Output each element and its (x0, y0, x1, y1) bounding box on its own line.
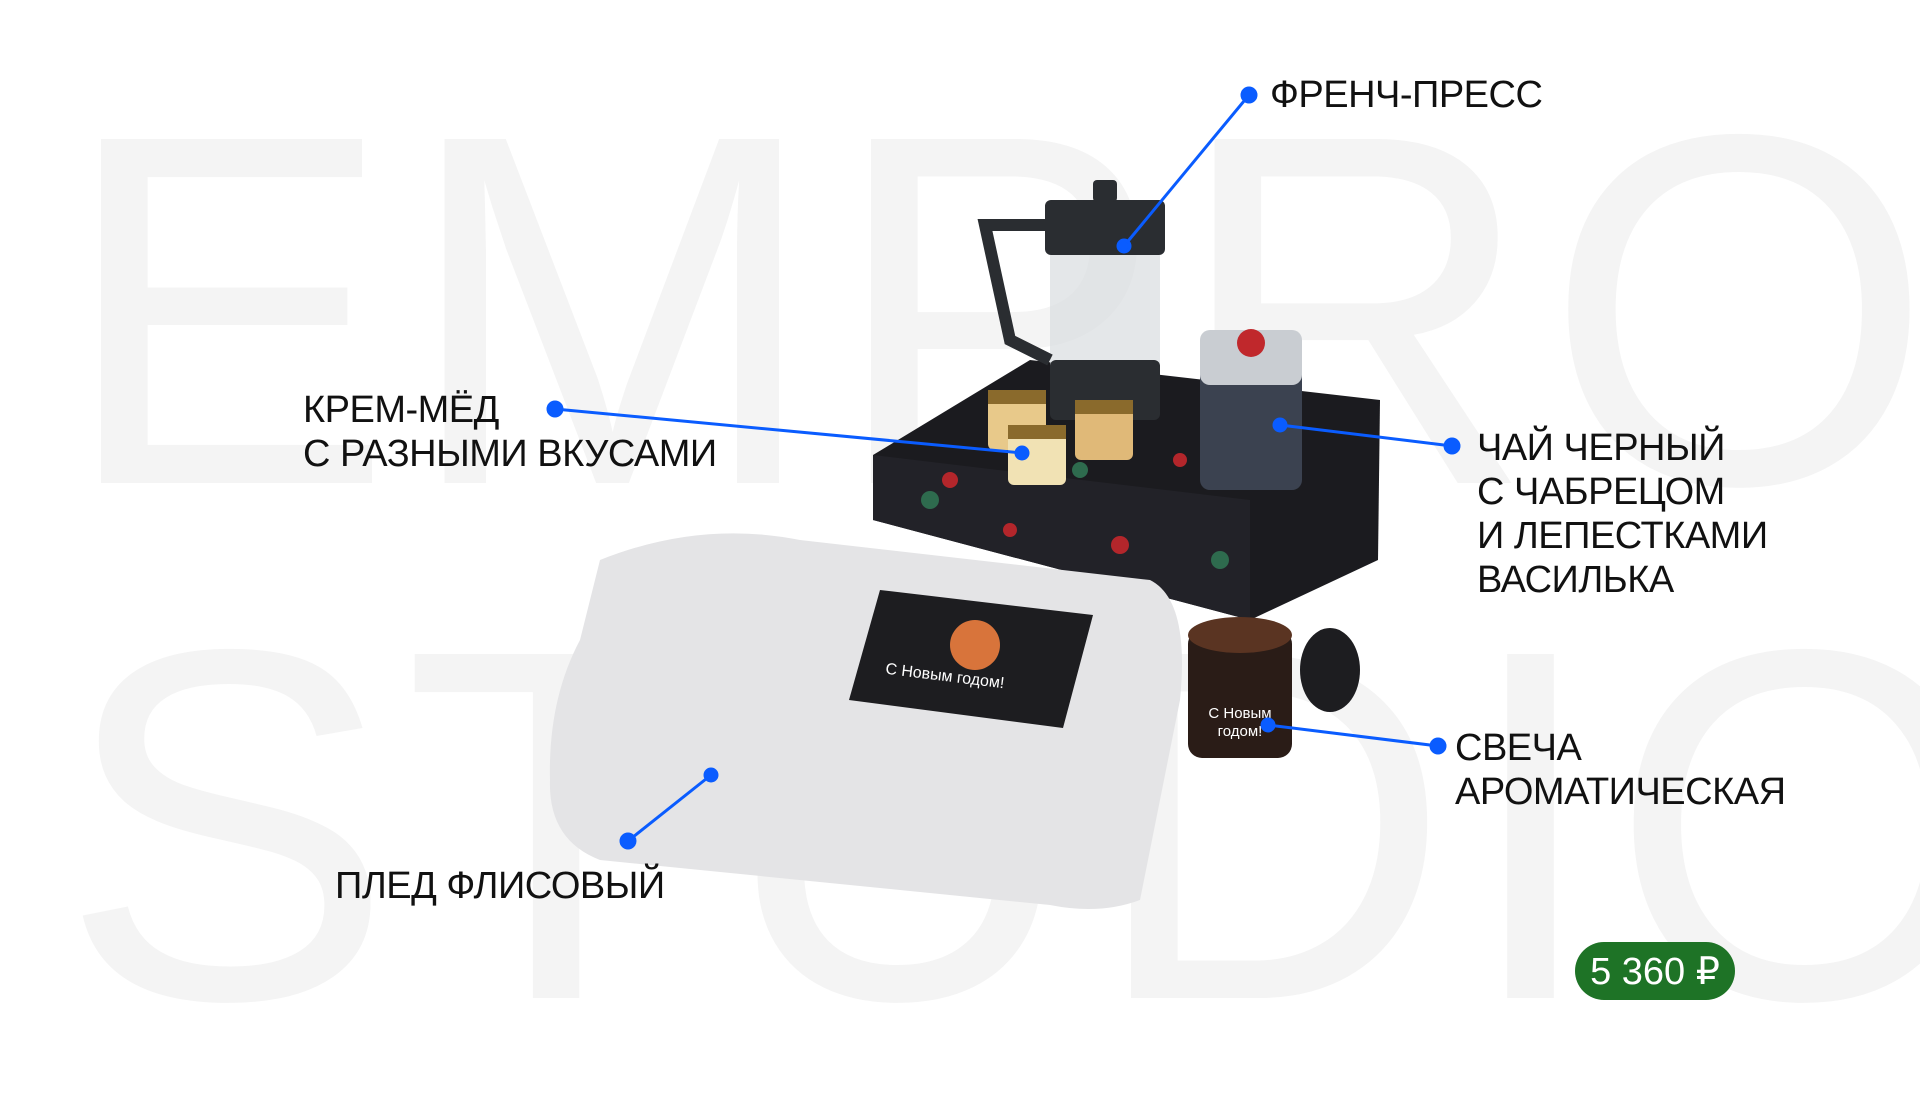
honey-jars (988, 390, 1133, 485)
label-text: ПЛЕД ФЛИСОВЫЙ (335, 865, 665, 907)
label-line: С ЧАБРЕЦОМ (1477, 471, 1725, 513)
price-badge: 5 360 ₽ (1575, 942, 1735, 1000)
label-french-press: ФРЕНЧ-ПРЕСС (1270, 73, 1543, 117)
label-line: КРЕМ-МЁД (303, 389, 499, 431)
gift-set-illustration (549, 180, 1380, 909)
callout-lines (546, 86, 1461, 850)
label-line: ЧАЙ ЧЕРНЫЙ (1477, 427, 1725, 469)
label-line: АРОМАТИЧЕСКАЯ (1455, 771, 1786, 813)
label-line: СВЕЧА (1455, 727, 1582, 769)
label-line: С РАЗНЫМИ ВКУСАМИ (303, 433, 717, 475)
label-blanket: ПЛЕД ФЛИСОВЫЙ (335, 864, 665, 908)
candle-text: С Новым годом! (1208, 705, 1272, 740)
label-line: И ЛЕПЕСТКАМИ (1477, 515, 1768, 557)
label-line: ВАСИЛЬКА (1477, 559, 1674, 601)
label-text: ФРЕНЧ-ПРЕСС (1270, 74, 1543, 116)
